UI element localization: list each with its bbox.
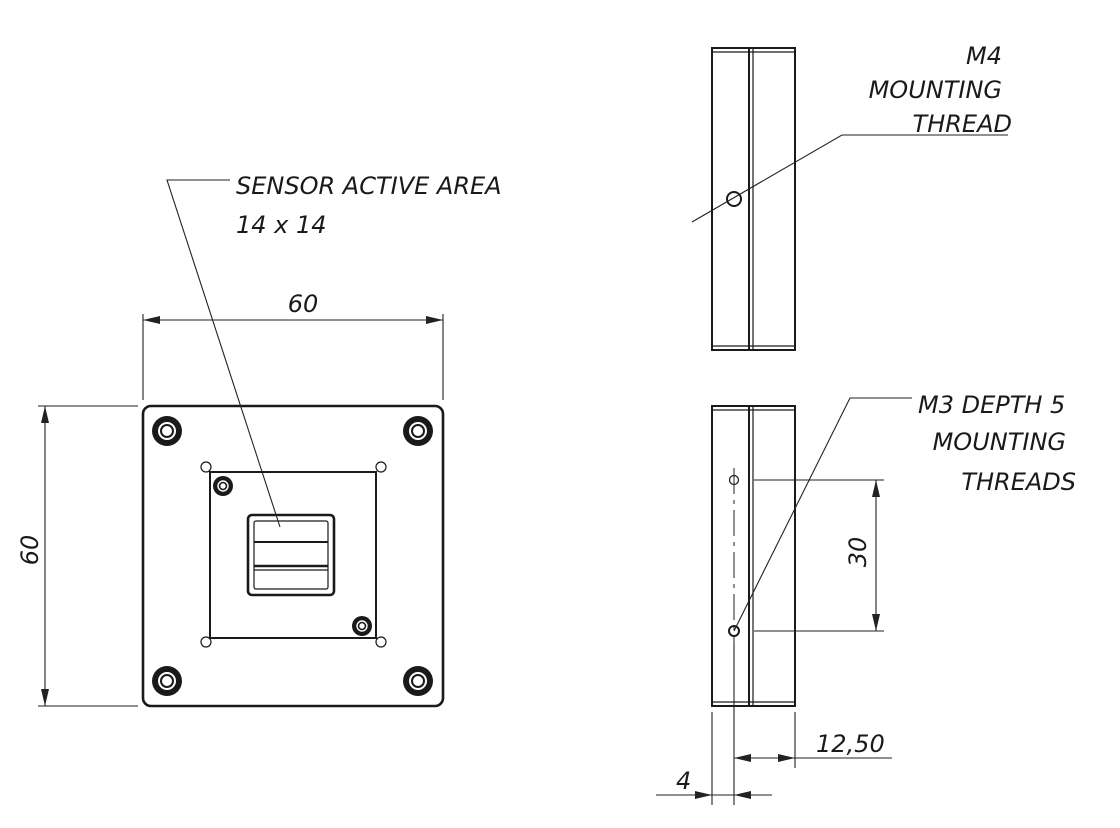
front-view: 60 60 SENSOR ACTIVE AREA 14 x 14 (16, 172, 502, 708)
corner-screw-top-right (402, 415, 434, 447)
inner-hole-tr (375, 461, 387, 473)
dimension-hole-spacing: 30 (754, 479, 884, 632)
m3-thread-hole-upper (728, 474, 740, 486)
m3-thread-hole-lower (728, 625, 740, 637)
dimension-plate-thickness-label: 4 (676, 767, 691, 795)
sensor-callout-line2: 14 x 14 (236, 211, 327, 239)
corner-screw-top-left (151, 415, 183, 447)
inner-plate (209, 471, 377, 639)
inner-hole-tl (200, 461, 212, 473)
inner-screw-top-left (212, 475, 234, 497)
m3-leader: M3 DEPTH 5 MOUNTING THREADS (733, 391, 1076, 632)
dimension-hole-offset-label: 12,50 (816, 730, 885, 758)
dimension-width-label: 60 (288, 290, 319, 318)
sensor-leader: SENSOR ACTIVE AREA 14 x 14 (166, 172, 502, 528)
m3-callout-line1: M3 DEPTH 5 (918, 391, 1065, 419)
m4-callout-line3: THREAD (913, 110, 1012, 138)
dimension-hole-offset: 12,50 (733, 642, 892, 805)
side-view-top: M4 MOUNTING THREAD (691, 42, 1012, 351)
inner-hole-br (375, 636, 387, 648)
m3-callout-line2: MOUNTING (933, 428, 1066, 456)
dimension-width: 60 (142, 290, 444, 400)
corner-screw-bottom-left (151, 665, 183, 697)
side-view-bottom: 30 12,50 4 M3 DEPTH 5 MOUNTING THREADS (656, 391, 1076, 805)
dimension-height-label: 60 (16, 535, 44, 566)
inner-screw-bottom-right (351, 615, 373, 637)
inner-hole-bl (200, 636, 212, 648)
front-body-outline (141, 404, 445, 708)
m3-callout-line3: THREADS (961, 468, 1076, 496)
dimension-height: 60 (16, 405, 138, 707)
m4-callout-line1: M4 (966, 42, 1002, 70)
sensor-callout-line1: SENSOR ACTIVE AREA (236, 172, 502, 200)
m4-callout-line2: MOUNTING (869, 76, 1002, 104)
dimension-hole-spacing-label: 30 (844, 537, 872, 568)
corner-screw-bottom-right (402, 665, 434, 697)
m4-thread-hole (726, 191, 742, 207)
m4-leader: M4 MOUNTING THREAD (691, 42, 1012, 223)
dimension-plate-thickness: 4 (656, 712, 772, 805)
sensor-window (246, 513, 336, 597)
